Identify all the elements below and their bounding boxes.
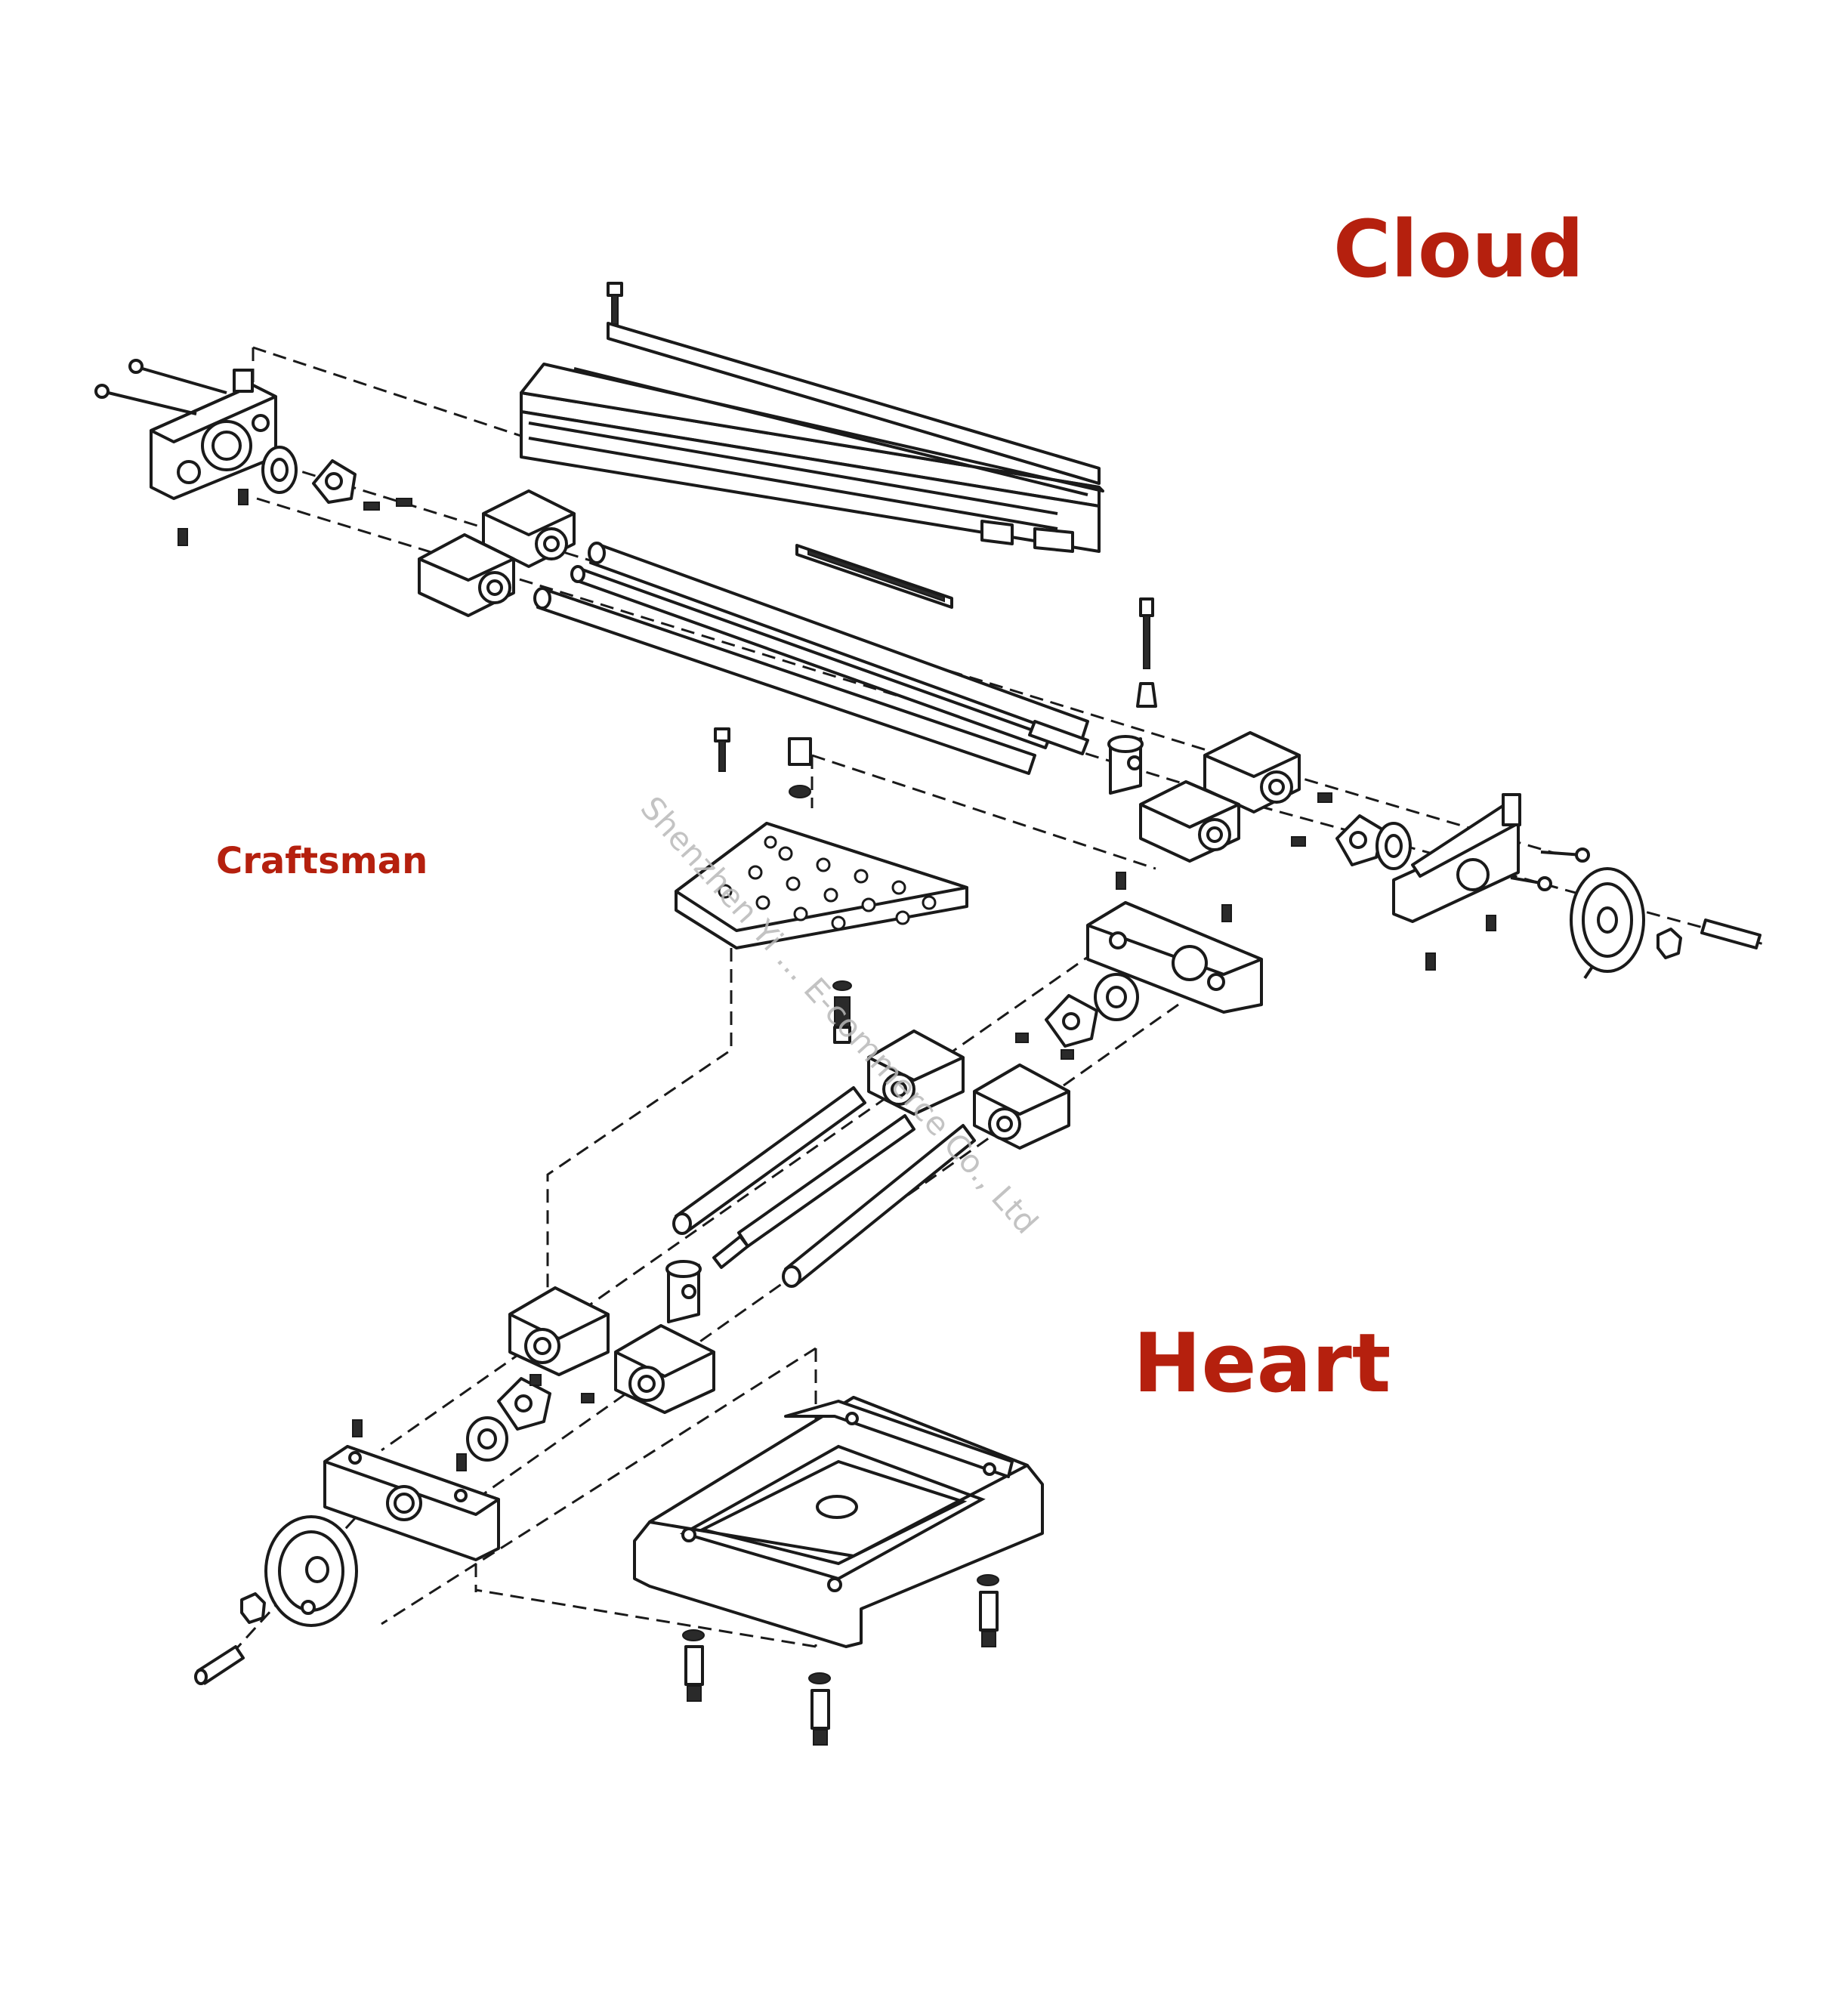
right-handwheel bbox=[1570, 867, 1645, 980]
y-lead-screw bbox=[712, 1114, 915, 1269]
t-slot-table bbox=[520, 322, 1104, 553]
right-pillow-block-back bbox=[1203, 731, 1301, 814]
y-front-flange bbox=[497, 1374, 594, 1431]
x-axis-table-assembly bbox=[94, 282, 1761, 980]
y-front-bearing bbox=[466, 1416, 508, 1462]
y-pillow-block-upper-right bbox=[973, 1064, 1070, 1150]
vertical-bolt bbox=[1136, 597, 1157, 708]
scale-ruler bbox=[795, 544, 953, 609]
carriage-plate bbox=[675, 822, 968, 949]
left-handle-pin bbox=[194, 1645, 245, 1685]
carriage-socket-screw bbox=[788, 737, 812, 798]
y-front-end-bracket bbox=[323, 1419, 500, 1561]
y-axis-carriage-assembly bbox=[194, 727, 1263, 1746]
right-handwheel-nut bbox=[1656, 928, 1682, 959]
left-small-screws bbox=[363, 498, 412, 511]
left-bearing-flange bbox=[312, 459, 357, 504]
y-rear-flange bbox=[1015, 994, 1098, 1060]
carriage-top-screw bbox=[714, 727, 730, 772]
y-end-bracket-screws bbox=[1116, 872, 1232, 922]
right-bearing-flange bbox=[1335, 814, 1384, 866]
right-pillow-block-front bbox=[1139, 780, 1240, 863]
y-lead-screw-nut bbox=[665, 1260, 702, 1323]
label-heart: Heart bbox=[1133, 1317, 1391, 1411]
left-pillow-block-back bbox=[482, 489, 576, 568]
left-handwheel-nut bbox=[240, 1592, 266, 1624]
left-pillow-block-front bbox=[418, 533, 515, 617]
y-guide-rod-right bbox=[782, 1124, 976, 1288]
carriage-bottom-screw bbox=[832, 980, 852, 1044]
left-bearing bbox=[261, 446, 298, 494]
x-lead-screw bbox=[570, 565, 1089, 755]
left-end-bracket bbox=[150, 369, 277, 500]
base-screws bbox=[682, 1574, 999, 1746]
left-handwheel bbox=[264, 1515, 358, 1627]
y-guide-rod-left bbox=[672, 1086, 866, 1235]
right-handle-pin bbox=[1700, 918, 1761, 949]
right-bracket-screws bbox=[1291, 792, 1590, 971]
base-plate bbox=[633, 1396, 1044, 1648]
label-cloud: Cloud bbox=[1333, 203, 1584, 295]
y-rear-bearing bbox=[1094, 973, 1139, 1021]
y-pillow-block-lower-left bbox=[508, 1286, 610, 1376]
x-guide-rod-lower bbox=[533, 587, 1036, 775]
right-end-bracket bbox=[1392, 793, 1521, 923]
label-craftsman: Craftsman bbox=[216, 840, 428, 882]
y-pillow-block-lower-right bbox=[614, 1324, 715, 1414]
lead-screw-nut bbox=[1107, 735, 1144, 795]
y-end-bracket-top bbox=[1086, 901, 1263, 1014]
table-top-screw bbox=[607, 282, 623, 325]
y-pillow-block-upper-left bbox=[867, 1030, 965, 1116]
left-bracket-screws bbox=[94, 359, 249, 546]
right-bearing bbox=[1376, 822, 1412, 870]
